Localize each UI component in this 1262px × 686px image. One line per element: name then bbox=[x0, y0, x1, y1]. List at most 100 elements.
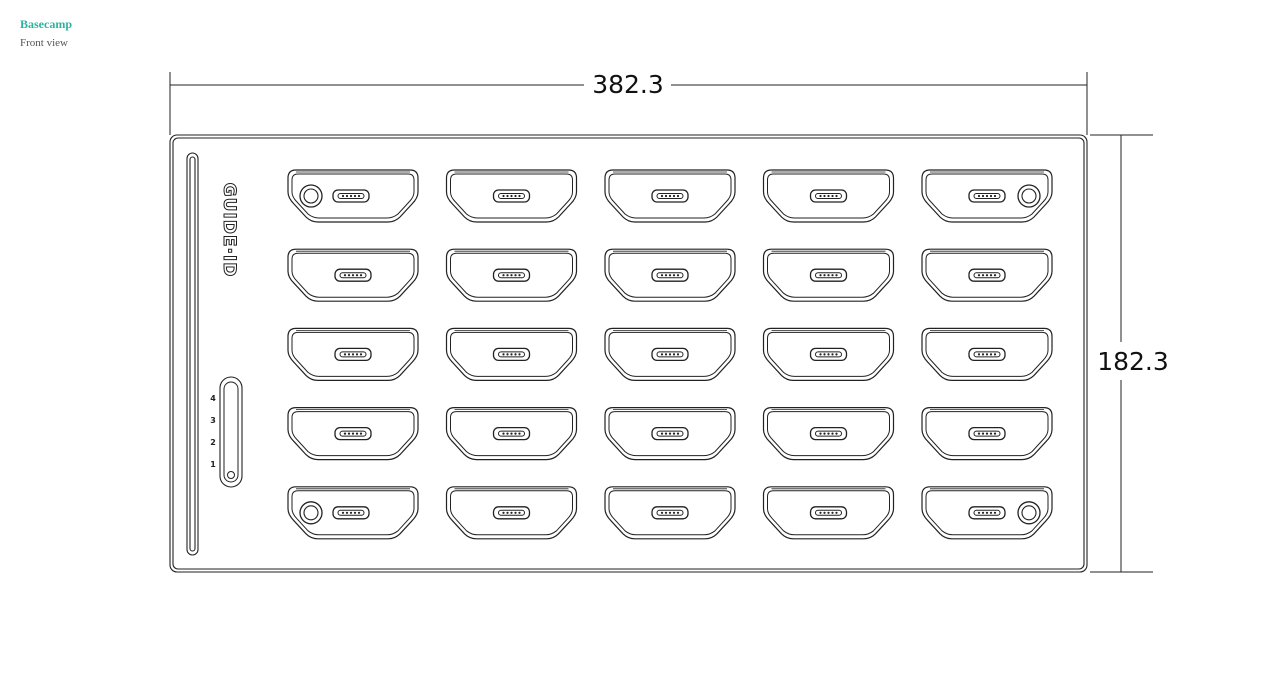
round-button-icon bbox=[1017, 184, 1041, 208]
charging-slot bbox=[762, 327, 895, 381]
charging-slot bbox=[445, 486, 578, 540]
charging-slot bbox=[604, 169, 736, 223]
slot-inner-outline bbox=[608, 252, 732, 298]
micro-usb-port-icon bbox=[334, 426, 372, 441]
micro-usb-port-icon bbox=[809, 268, 848, 282]
charging-slot-grid bbox=[287, 169, 1053, 540]
slot-outline bbox=[604, 327, 736, 381]
slot-outline bbox=[604, 407, 736, 461]
micro-usb-port-icon bbox=[492, 268, 531, 282]
slot-outline bbox=[921, 169, 1053, 223]
charging-slot bbox=[921, 486, 1053, 540]
slot-outline bbox=[445, 407, 578, 461]
charging-slot bbox=[287, 486, 419, 540]
micro-usb-port-icon bbox=[332, 189, 370, 203]
slot-inner-outline bbox=[767, 252, 890, 298]
micro-usb-port-icon bbox=[332, 506, 370, 520]
micro-usb-port-icon bbox=[334, 268, 372, 282]
page-title: Basecamp bbox=[20, 17, 72, 31]
slot-outline bbox=[762, 169, 895, 223]
micro-usb-port-icon bbox=[651, 268, 689, 282]
charging-slot bbox=[604, 486, 736, 540]
charging-slot bbox=[604, 248, 736, 302]
micro-usb-port-icon bbox=[651, 506, 689, 520]
charging-slot bbox=[445, 169, 578, 223]
slot-outline bbox=[762, 327, 895, 381]
round-button-icon bbox=[1017, 501, 1041, 525]
height-dimension bbox=[1090, 134, 1153, 573]
charging-slot bbox=[921, 407, 1053, 461]
micro-usb-port-icon bbox=[809, 426, 848, 441]
charging-slot bbox=[921, 327, 1053, 381]
light-bar-inner bbox=[189, 156, 196, 552]
slot-outline bbox=[762, 486, 895, 540]
micro-usb-port-icon bbox=[809, 506, 848, 520]
slot-inner-outline bbox=[291, 490, 415, 536]
led-label: 3 bbox=[210, 416, 216, 425]
width-dimension bbox=[169, 72, 1088, 135]
led-label: 2 bbox=[210, 438, 216, 447]
slot-outline bbox=[287, 327, 419, 381]
micro-usb-port-icon bbox=[492, 189, 531, 203]
slot-inner-outline bbox=[291, 252, 415, 298]
slot-inner-outline bbox=[925, 490, 1049, 536]
slot-inner-outline bbox=[450, 411, 573, 457]
slot-inner-outline bbox=[608, 411, 732, 457]
slot-outline bbox=[445, 169, 578, 223]
slot-inner-outline bbox=[767, 331, 890, 377]
charging-slot bbox=[762, 169, 895, 223]
slot-outline bbox=[445, 486, 578, 540]
slot-inner-outline bbox=[767, 411, 890, 457]
charging-slot bbox=[287, 248, 419, 302]
slot-inner-outline bbox=[291, 411, 415, 457]
slot-outline bbox=[921, 248, 1053, 302]
charging-slot bbox=[762, 248, 895, 302]
led-indicator-outline bbox=[219, 376, 243, 488]
device-outline bbox=[169, 134, 1088, 573]
round-button-icon bbox=[299, 501, 323, 525]
charging-slot bbox=[604, 327, 736, 381]
slot-outline bbox=[762, 248, 895, 302]
height-label: 182.3 bbox=[1097, 347, 1169, 376]
micro-usb-port-icon bbox=[492, 426, 531, 441]
charging-slot bbox=[287, 407, 419, 461]
led-label: 4 bbox=[210, 394, 216, 403]
brand-logo: GUIDE·ID bbox=[219, 183, 239, 278]
charging-slot bbox=[445, 407, 578, 461]
slot-inner-outline bbox=[450, 490, 573, 536]
slot-outline bbox=[445, 248, 578, 302]
slot-outline bbox=[287, 248, 419, 302]
micro-usb-port-icon bbox=[968, 506, 1006, 520]
charging-slot bbox=[287, 327, 419, 381]
charging-slot bbox=[921, 169, 1053, 223]
led-indicator-inner bbox=[223, 381, 239, 483]
slot-outline bbox=[604, 248, 736, 302]
slot-inner-outline bbox=[925, 331, 1049, 377]
header: Basecamp Front view bbox=[20, 16, 72, 51]
power-icon bbox=[227, 471, 235, 479]
micro-usb-port-icon bbox=[651, 189, 689, 203]
slot-outline bbox=[287, 169, 419, 223]
charging-slot bbox=[921, 248, 1053, 302]
device-inner-outline bbox=[172, 137, 1085, 570]
micro-usb-port-icon bbox=[492, 347, 531, 362]
charging-slot bbox=[445, 327, 578, 381]
slot-inner-outline bbox=[450, 173, 573, 219]
micro-usb-port-icon bbox=[968, 268, 1006, 282]
micro-usb-port-icon bbox=[651, 347, 689, 362]
slot-outline bbox=[287, 407, 419, 461]
slot-inner-outline bbox=[608, 331, 732, 377]
slot-inner-outline bbox=[925, 173, 1049, 219]
round-button-icon bbox=[299, 184, 323, 208]
slot-inner-outline bbox=[767, 490, 890, 536]
slot-inner-outline bbox=[450, 331, 573, 377]
slot-inner-outline bbox=[450, 252, 573, 298]
slot-outline bbox=[604, 169, 736, 223]
micro-usb-port-icon bbox=[968, 189, 1006, 203]
light-bar bbox=[186, 152, 199, 556]
micro-usb-port-icon bbox=[809, 347, 848, 362]
slot-outline bbox=[921, 407, 1053, 461]
slot-inner-outline bbox=[291, 173, 415, 219]
